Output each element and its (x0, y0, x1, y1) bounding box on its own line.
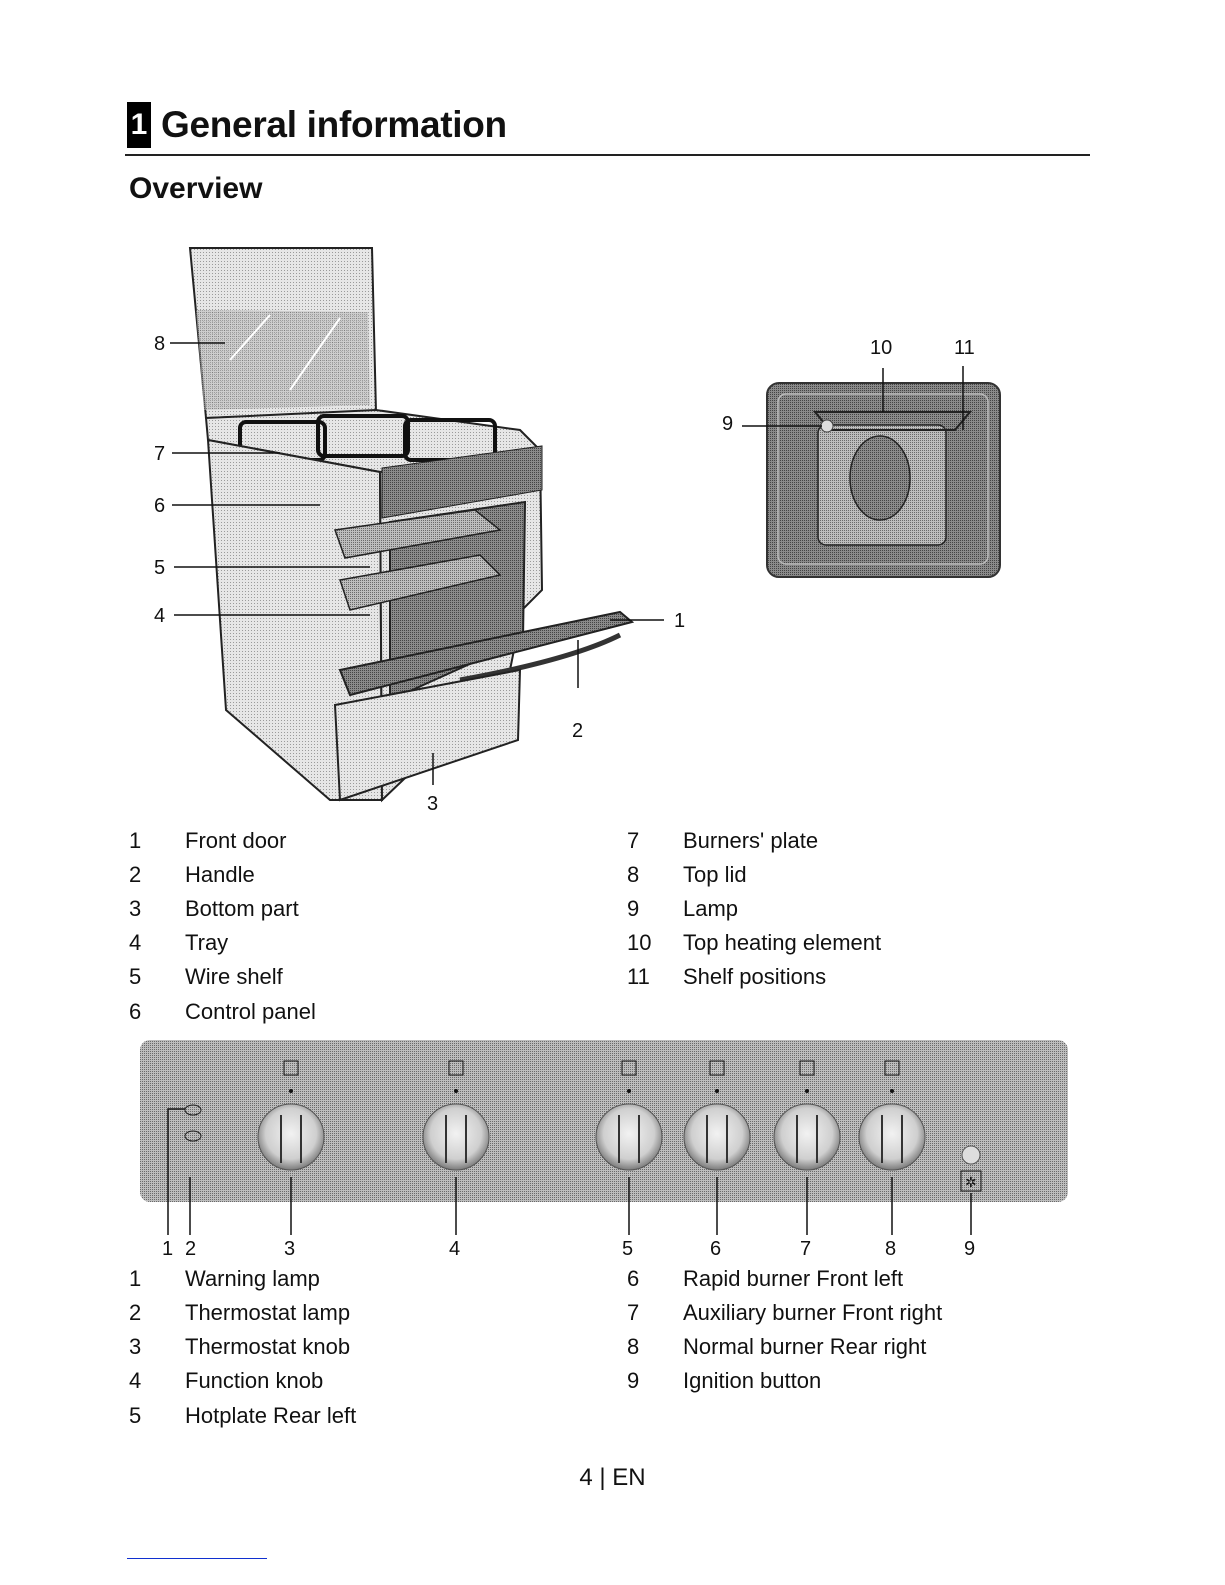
oven-callout-2: 2 (572, 720, 583, 742)
ignition-icon (960, 1170, 982, 1192)
panel-callout-9: 9 (964, 1238, 975, 1260)
heading-divider (125, 154, 1090, 156)
svg-text:✲: ✲ (965, 1174, 977, 1190)
wire-shelf (333, 509, 502, 559)
oven-callout-5: 5 (154, 557, 165, 579)
interior-callout-9: 9 (722, 413, 733, 435)
hotplate-rear-left-knob[interactable] (595, 1060, 663, 1171)
burner-front-right-icon (799, 1060, 815, 1076)
oven-callout-6: 6 (154, 495, 165, 517)
chapter-number: 1 (127, 102, 151, 148)
panel-callout-4: 4 (449, 1238, 460, 1260)
panel-callout-6: 6 (710, 1238, 721, 1260)
rapid-burner-knob[interactable] (683, 1060, 751, 1171)
panel-callout-2: 2 (185, 1238, 196, 1260)
thermostat-lamp (184, 1130, 202, 1142)
front-door (338, 610, 635, 697)
page-number: 4 | EN (579, 1464, 646, 1491)
panel-callout-8: 8 (885, 1238, 896, 1260)
interior-callout-11: 11 (954, 337, 975, 359)
normal-burner-knob[interactable] (858, 1060, 926, 1171)
oven-callout-1: 1 (674, 610, 685, 632)
oven-callout-4: 4 (154, 605, 165, 627)
oven-illustration: 8 7 6 5 4 1 2 3 (154, 247, 685, 815)
warning-lamp (184, 1104, 202, 1116)
hotplate-rear-left-icon (621, 1060, 637, 1076)
oven-lamp (820, 419, 834, 433)
thermostat-icon (283, 1060, 299, 1076)
oven-callout-3: 3 (427, 793, 438, 815)
oven-callout-7: 7 (154, 443, 165, 465)
panel-callout-3: 3 (284, 1238, 295, 1260)
panel-callout-5: 5 (622, 1238, 633, 1260)
thermostat-knob[interactable] (257, 1060, 325, 1171)
oven-interior-illustration: 9 10 11 (722, 337, 1001, 578)
auxiliary-burner-knob[interactable] (773, 1060, 841, 1171)
fan-cover (849, 435, 911, 521)
ignition-button (961, 1145, 981, 1165)
burner-front-left-icon (709, 1060, 725, 1076)
burner-rear-right-icon (884, 1060, 900, 1076)
control-panel-illustration: ✲ 1 2 3 4 5 6 7 8 9 (140, 1040, 1068, 1260)
chapter-heading: 1 General information (127, 100, 507, 150)
function-knob[interactable] (422, 1060, 490, 1171)
bottom-part (333, 668, 522, 802)
oven-callout-8: 8 (154, 333, 165, 355)
interior-callout-10: 10 (870, 337, 892, 359)
control-panel-band (381, 445, 543, 519)
handle (459, 632, 622, 683)
footer-link-underline[interactable] (127, 1558, 267, 1559)
function-icon (448, 1060, 464, 1076)
panel-callout-1: 1 (162, 1238, 173, 1260)
chapter-title: General information (161, 104, 507, 145)
section-title: Overview (129, 172, 263, 205)
panel-callout-7: 7 (800, 1238, 811, 1260)
tray (339, 554, 502, 611)
